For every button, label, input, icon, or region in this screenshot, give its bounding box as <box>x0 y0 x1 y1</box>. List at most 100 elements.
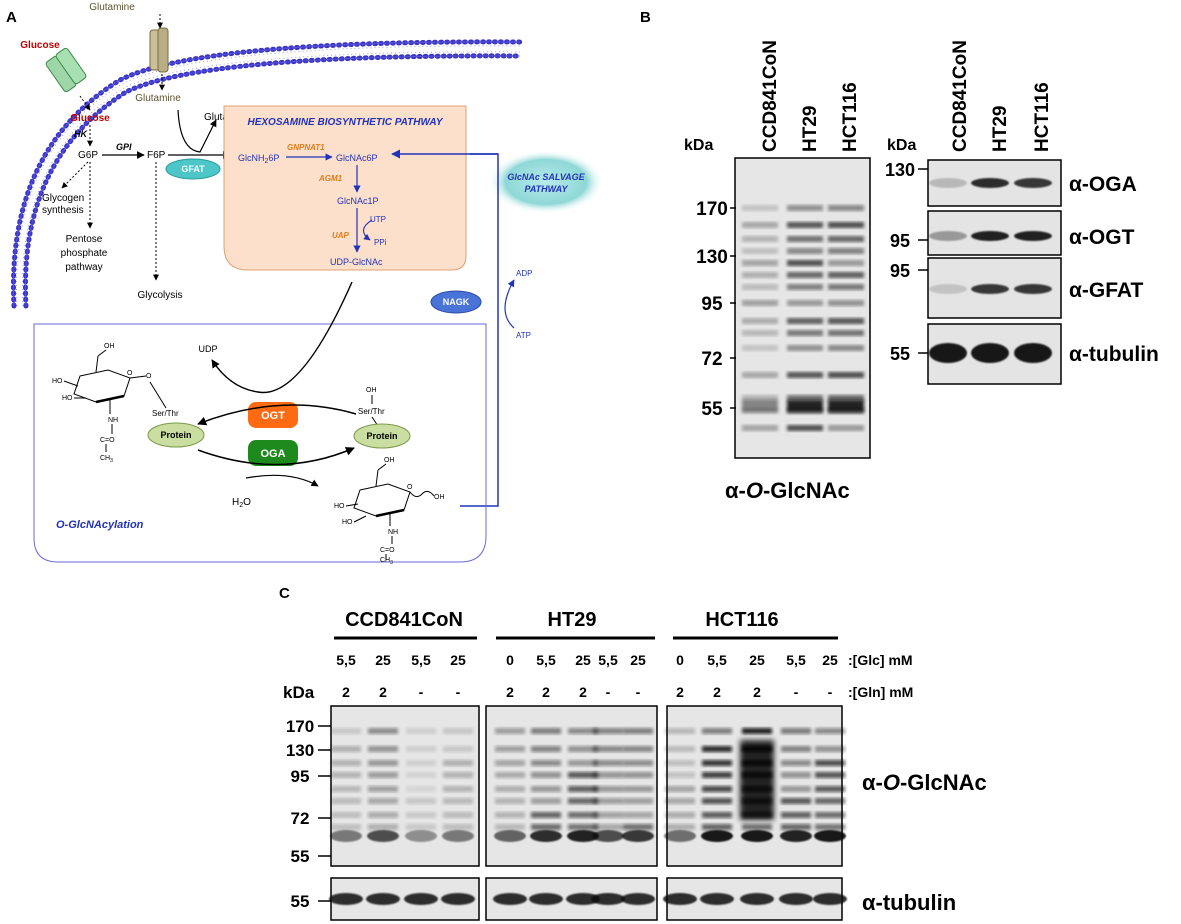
panel-b-lane-label: CCD841CoN <box>760 40 781 152</box>
gel-band <box>742 318 778 324</box>
glutamine-outside: Glutamine <box>89 2 135 13</box>
gel-band <box>1014 178 1052 188</box>
gel-band <box>781 760 811 766</box>
gel-band <box>330 830 362 842</box>
tubulin-band <box>779 893 813 905</box>
glcnac-protein-structure: OH O HO HO O NH C=O CH3 Ser/Thr <box>52 343 179 464</box>
gln-value: 2 <box>506 684 514 700</box>
gel-band <box>331 746 361 752</box>
gel-band <box>742 400 778 412</box>
o-glcnacylation-box: O-GlcNAcylation OH O HO HO O NH C=O <box>33 281 487 566</box>
gel-band <box>787 248 823 254</box>
gel-band <box>787 395 823 401</box>
free-oh-anomeric: OH <box>434 494 445 501</box>
panel-c-label: C <box>279 585 290 602</box>
gel-band <box>787 300 823 306</box>
gel-band <box>814 830 846 842</box>
gel-band <box>828 330 864 336</box>
gel-band <box>781 824 811 830</box>
gel-band <box>331 812 361 818</box>
gel-band <box>828 284 864 290</box>
tubulin-band <box>566 893 600 905</box>
gel-band <box>929 343 967 363</box>
gel-band <box>443 824 473 830</box>
gel-band <box>406 824 436 830</box>
gel-band <box>406 812 436 818</box>
gel-band <box>368 812 398 818</box>
panel-c-marker: 55 <box>291 847 310 866</box>
gel-band <box>815 728 845 734</box>
ho-text: HO <box>52 378 63 385</box>
protein-left-label: Protein <box>160 430 191 440</box>
gel-band <box>828 260 864 266</box>
panel-b-marker: 72 <box>701 349 722 370</box>
gel-band <box>828 272 864 278</box>
panel-b-right-blot-label: α-tubulin <box>1069 343 1159 366</box>
glc-value: 25 <box>630 652 646 668</box>
glc-value: 0 <box>506 652 514 668</box>
panel-b-kda: kDa <box>684 137 713 154</box>
gel-band <box>742 222 778 228</box>
free-ho-1: HO <box>334 503 345 510</box>
ser-thr-oh-right: OH Ser/Thr <box>358 387 385 427</box>
panel-c-tubulin-marker: 55 <box>291 892 310 911</box>
gel-band <box>593 728 623 734</box>
glc-row-label: :[Glc] mM <box>848 652 913 668</box>
gfat-enzyme <box>165 158 221 180</box>
glc-value: 25 <box>450 652 466 668</box>
gel-band <box>406 772 436 778</box>
pentose-label-3: pathway <box>65 262 102 273</box>
free-nh: NH <box>388 529 398 536</box>
gel-band <box>531 746 561 752</box>
panel-b-right-marker: 55 <box>890 344 910 364</box>
gel-band <box>495 824 525 830</box>
gel-band <box>787 272 823 278</box>
gel-band <box>593 812 623 818</box>
tubulin-band <box>493 893 527 905</box>
panel-b-right-lane-label: CCD841CoN <box>950 40 971 152</box>
gel-band <box>592 830 624 842</box>
gln-value: - <box>828 684 833 700</box>
glc-value: 5,5 <box>598 652 618 668</box>
gel-band <box>494 830 526 842</box>
gel-band <box>406 760 436 766</box>
gel-band <box>787 400 823 412</box>
oh-right: OH <box>366 387 377 394</box>
panel-c-group-label: CCD841CoN <box>345 609 463 631</box>
free-oh-top: OH <box>384 457 395 464</box>
gel-band <box>443 798 473 804</box>
agm1-enzyme: AGM1 <box>318 174 343 183</box>
gel-band <box>702 798 732 804</box>
panel-b-marker: 95 <box>701 294 723 315</box>
gel-band <box>331 786 361 792</box>
gel-band <box>568 728 598 734</box>
glucose-transporter <box>45 47 87 93</box>
ppi-label: PPi <box>374 238 387 247</box>
gel-band <box>742 425 778 431</box>
gel-band <box>531 824 561 830</box>
ser-thr-left: Ser/Thr <box>152 409 179 418</box>
gel-band <box>622 830 654 842</box>
glc-value: 5,5 <box>411 652 431 668</box>
protein-left <box>147 422 205 448</box>
panel-b-label: B <box>640 9 651 26</box>
gel-band <box>742 345 778 351</box>
gel-band <box>828 248 864 254</box>
pentose-label: Pentose <box>66 234 103 245</box>
gel-band <box>742 284 778 290</box>
panel-b-right-blot-label: α-GFAT <box>1069 279 1144 302</box>
h2o-label: H2O <box>232 497 251 509</box>
gel-band <box>495 798 525 804</box>
gel-band <box>929 231 967 241</box>
gnpnat1-enzyme: GNPNAT1 <box>287 143 325 152</box>
panel-b-lane-label: HT29 <box>800 106 821 152</box>
gel-band <box>815 786 845 792</box>
gfat-label: GFAT <box>181 164 205 174</box>
gel-band <box>665 772 695 778</box>
nagk-enzyme <box>430 290 482 314</box>
panel-a-label: A <box>6 9 17 26</box>
gel-band <box>443 812 473 818</box>
